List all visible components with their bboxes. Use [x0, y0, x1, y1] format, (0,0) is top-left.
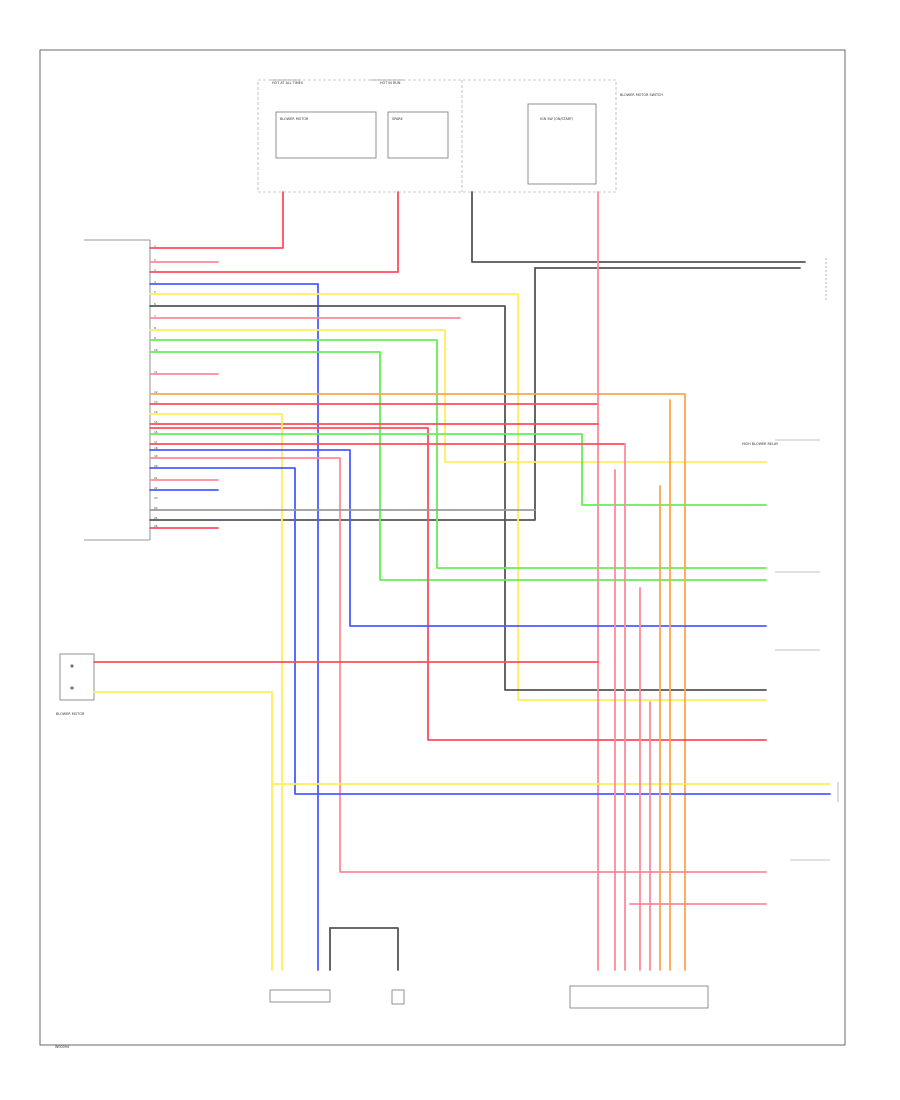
wire-green [149, 339, 767, 569]
wire-red [149, 191, 399, 273]
wire-orange [149, 393, 686, 971]
pin-label: 26 [154, 524, 158, 528]
pin-label: 14 [154, 410, 158, 414]
pin-label: 4 [154, 280, 156, 284]
wire-red [149, 427, 767, 741]
pin-label: 5 [154, 290, 156, 294]
pin-label: 16 [154, 430, 158, 434]
module-label: BLOWER MOTOR SWITCH [620, 93, 663, 97]
pin-label: 1 [154, 244, 156, 248]
pin-label: 2 [154, 258, 156, 262]
pin-label: 23 [154, 496, 158, 500]
module-label: HOT AT ALL TIMES [272, 81, 303, 85]
diagram-frame [39, 49, 846, 1046]
wire-blue [149, 467, 831, 795]
blower-motor [59, 653, 95, 701]
wire-green [149, 351, 767, 581]
footer-code: W00094 [55, 1045, 69, 1049]
pin-label: 7 [154, 314, 156, 318]
pin-label: 10 [154, 348, 158, 352]
module-label: HOT IN RUN [380, 81, 401, 85]
pin-label: 9 [154, 336, 156, 340]
wire-red [149, 191, 284, 249]
module-label: BLOWER MOTOR [280, 117, 309, 121]
pin-label: 6 [154, 302, 156, 306]
pin-label: 3 [154, 268, 156, 272]
pin-label: 20 [154, 464, 158, 468]
wire-pink [149, 457, 767, 873]
pin-label: 11 [154, 370, 158, 374]
module-label: IGN SW (ON/START) [540, 117, 574, 121]
wires [93, 191, 831, 971]
wire-blue [149, 449, 767, 627]
wire-yellow [149, 329, 767, 463]
wire-dark [471, 191, 806, 263]
ground-component [269, 989, 405, 1005]
pin-label: 19 [154, 454, 158, 458]
module-label: HIGH BLOWER RELAY [742, 442, 779, 446]
wire-dark [149, 305, 767, 691]
wire-green [149, 433, 767, 506]
control-module [84, 239, 151, 541]
pin-label: 21 [154, 476, 158, 480]
pin-label: 12 [154, 390, 158, 394]
pin-label: 13 [154, 400, 158, 404]
wire-blue [149, 283, 319, 971]
module-label: SPARE [392, 117, 403, 121]
wire-yellow [93, 691, 273, 971]
labels: W00094 BLOWER MOTOR SPARE IGN SW (ON/STA… [55, 81, 779, 1049]
pin-label: 18 [154, 446, 158, 450]
pin-label: 22 [154, 486, 158, 490]
right-components [775, 258, 839, 861]
bottom-connector-block [569, 985, 709, 1009]
wire-dark [149, 267, 536, 521]
pin-label: 24 [154, 506, 158, 510]
pin-label: 25 [154, 516, 158, 520]
module-label: BLOWER MOTOR [56, 712, 85, 716]
pin-label: 15 [154, 420, 158, 424]
pin-label: 8 [154, 326, 156, 330]
pin-label: 17 [154, 440, 158, 444]
wire-dark [329, 927, 399, 971]
wire-yellow [149, 293, 767, 701]
fuse-relay-block [257, 79, 617, 193]
